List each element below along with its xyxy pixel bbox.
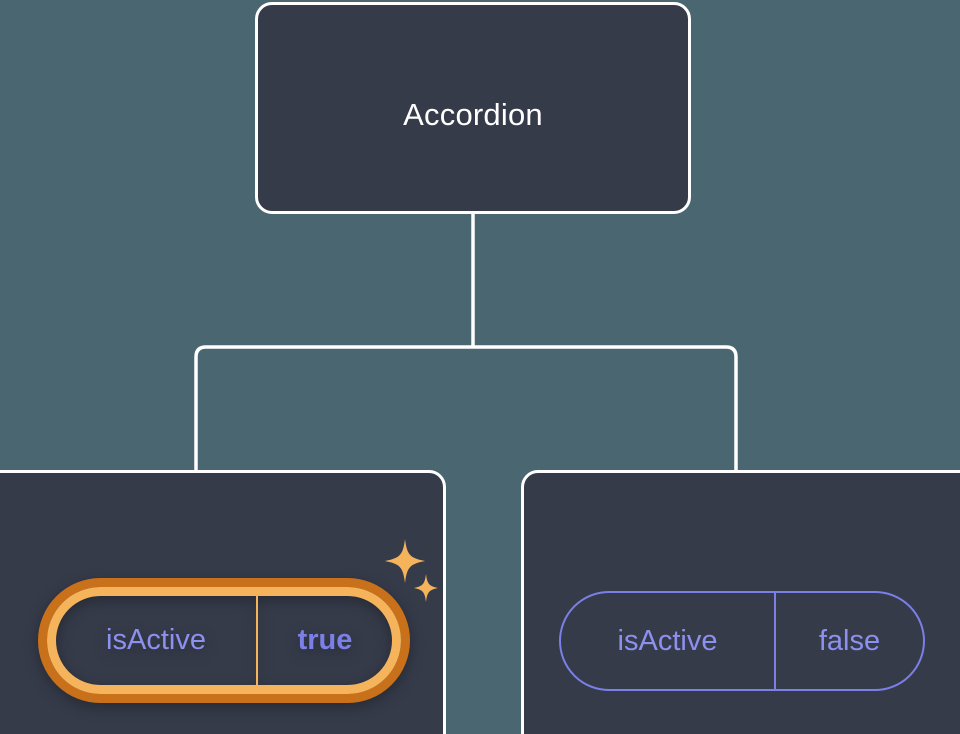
prop-pill-isactive-false[interactable]: isActive false xyxy=(559,591,925,691)
node-accordion-label: Accordion xyxy=(403,97,543,132)
prop-pill-inner-ring: isActive true xyxy=(47,587,401,694)
connector-branch-right xyxy=(473,345,738,472)
prop-key-isactive-true: isActive xyxy=(106,624,206,656)
prop-value-false: false xyxy=(774,593,923,689)
node-accordion[interactable]: Accordion xyxy=(255,2,691,214)
connector-branch-left xyxy=(194,345,473,472)
prop-key-isactive-false: isActive xyxy=(617,624,718,657)
prop-value-true: true xyxy=(256,596,392,685)
prop-pill-isactive-true[interactable]: isActive true xyxy=(38,578,410,703)
